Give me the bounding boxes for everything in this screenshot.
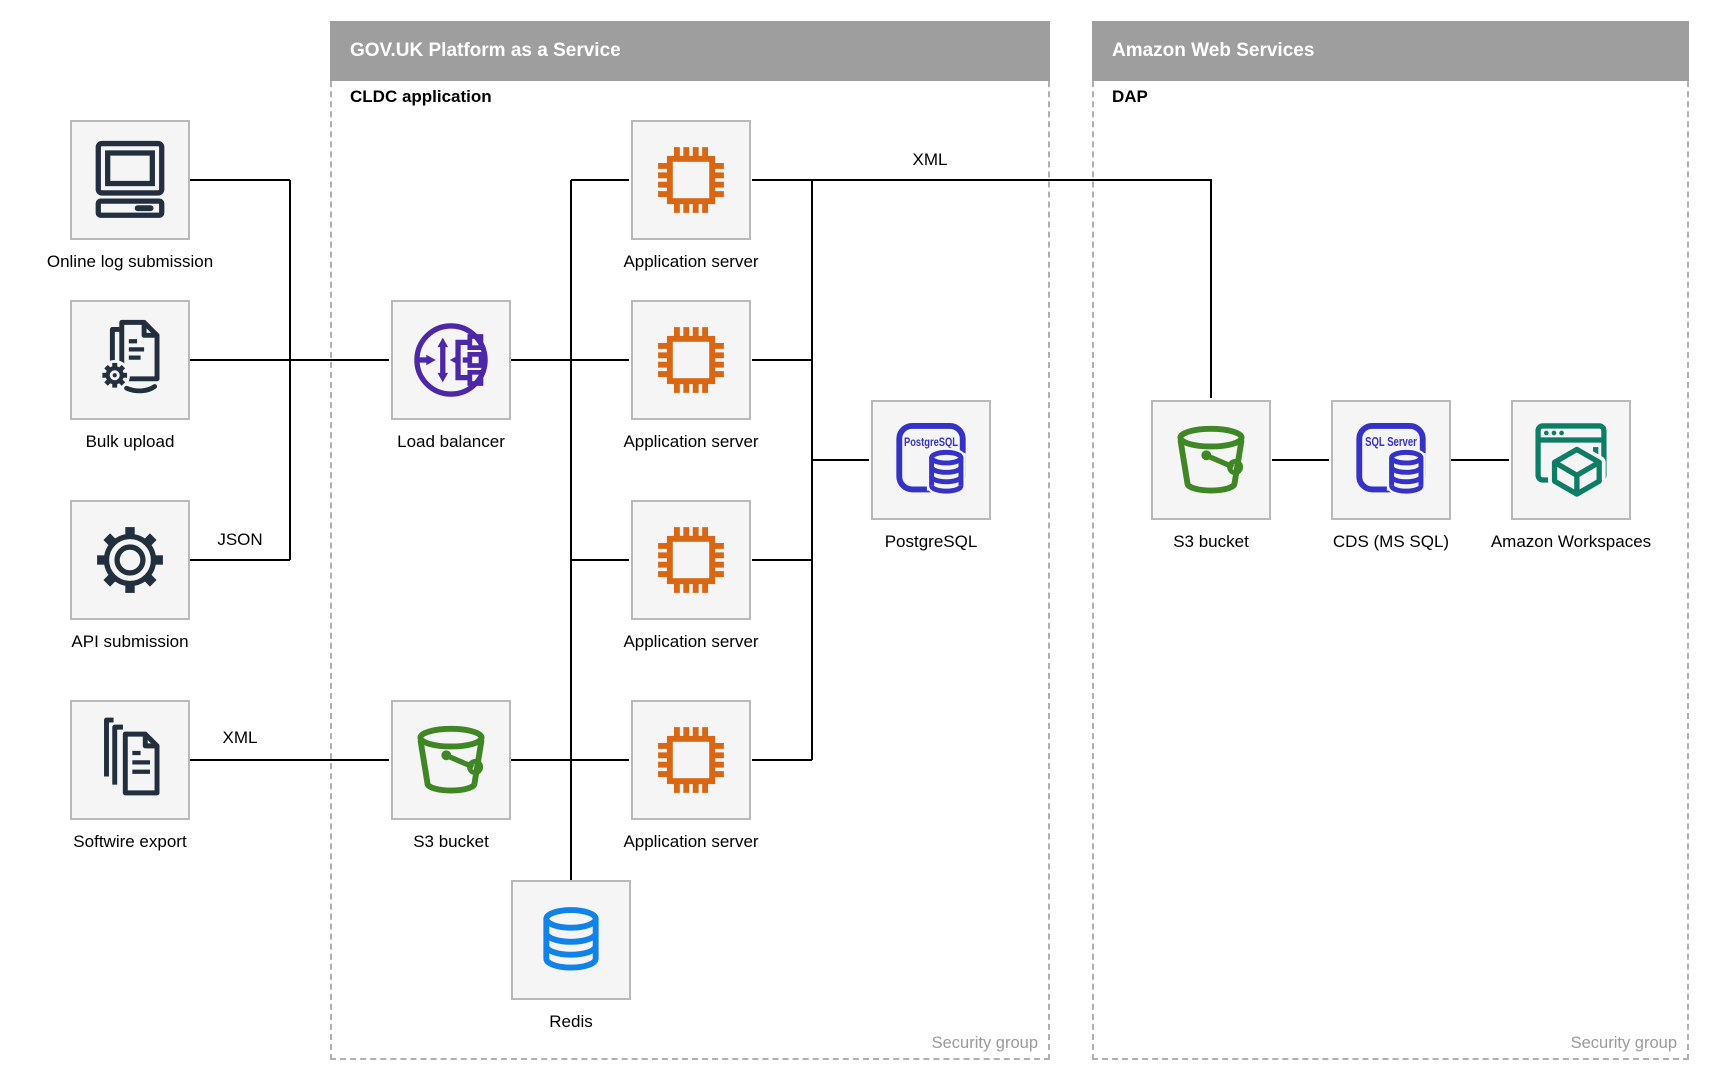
node-online-log-submission[interactable] xyxy=(70,120,190,240)
document-gear-icon xyxy=(99,319,160,394)
paas-sublabel: CLDC application xyxy=(350,87,492,106)
workspaces-cube-icon xyxy=(1535,423,1607,501)
node-label-application-server-3: Application server xyxy=(623,632,759,651)
node-label-application-server-4: Application server xyxy=(623,832,759,851)
node-redis[interactable] xyxy=(511,880,631,1000)
aws-sublabel: DAP xyxy=(1112,87,1148,106)
node-label-postgresql: PostgreSQL xyxy=(884,532,978,551)
node-application-server-3[interactable] xyxy=(631,500,751,620)
bucket-icon xyxy=(417,725,485,794)
node-postgresql[interactable]: PostgreSQL xyxy=(871,400,991,520)
load-balancer-icon xyxy=(414,323,488,397)
node-label-cds-mssql: CDS (MS SQL) xyxy=(1332,532,1450,551)
edge-label-xml-dap: XML xyxy=(912,150,948,169)
chip-icon xyxy=(658,727,724,793)
database-cylinder-icon xyxy=(543,907,599,971)
chip-icon xyxy=(658,147,724,213)
node-cds-mssql[interactable]: SQL Server xyxy=(1331,400,1451,520)
node-label-application-server-2: Application server xyxy=(623,432,759,451)
node-label-s3-bucket-aws: S3 bucket xyxy=(1173,532,1249,551)
documents-stack-icon xyxy=(104,717,160,796)
chip-icon xyxy=(658,527,724,593)
node-label-application-server-1: Application server xyxy=(623,252,759,271)
node-amazon-workspaces[interactable] xyxy=(1511,400,1631,520)
paas-header: GOV.UK Platform as a Service xyxy=(330,21,1050,81)
computer-icon xyxy=(95,140,165,218)
paas-container: GOV.UK Platform as a Service CLDC applic… xyxy=(330,21,1050,1060)
edge-label-xml-softwire: XML xyxy=(222,728,258,747)
node-s3-bucket-paas[interactable] xyxy=(391,700,511,820)
bucket-icon xyxy=(1177,425,1245,494)
sql-server-icon-text: SQL Server xyxy=(1365,434,1417,449)
node-label-s3-bucket-paas: S3 bucket xyxy=(413,832,489,851)
node-label-amazon-workspaces: Amazon Workspaces xyxy=(1490,532,1652,551)
aws-security-group-label: Security group xyxy=(1570,1034,1677,1052)
node-label-bulk-upload: Bulk upload xyxy=(85,432,175,451)
node-application-server-2[interactable] xyxy=(631,300,751,420)
chip-icon xyxy=(658,327,724,393)
aws-header: Amazon Web Services xyxy=(1092,21,1689,81)
node-label-load-balancer: Load balancer xyxy=(397,432,505,451)
gear-icon xyxy=(97,527,163,593)
node-label-redis: Redis xyxy=(549,1012,593,1031)
paas-security-group-label: Security group xyxy=(931,1034,1038,1052)
node-application-server-1[interactable] xyxy=(631,120,751,240)
node-application-server-4[interactable] xyxy=(631,700,751,820)
node-softwire-export[interactable] xyxy=(70,700,190,820)
node-label-softwire-export: Softwire export xyxy=(73,832,187,851)
node-label-online-log-submission: Online log submission xyxy=(46,252,214,271)
aws-container: Amazon Web Services DAP Security group xyxy=(1092,21,1689,1060)
edge-label-json: JSON xyxy=(217,530,263,549)
postgresql-icon-text: PostgreSQL xyxy=(904,436,958,449)
node-api-submission[interactable] xyxy=(70,500,190,620)
node-load-balancer[interactable] xyxy=(391,300,511,420)
node-bulk-upload[interactable] xyxy=(70,300,190,420)
database-rounded-square-icon: PostgreSQL xyxy=(896,422,966,496)
node-label-api-submission: API submission xyxy=(71,632,189,651)
database-rounded-square-icon: SQL Server xyxy=(1356,422,1426,496)
node-s3-bucket-aws[interactable] xyxy=(1151,400,1271,520)
